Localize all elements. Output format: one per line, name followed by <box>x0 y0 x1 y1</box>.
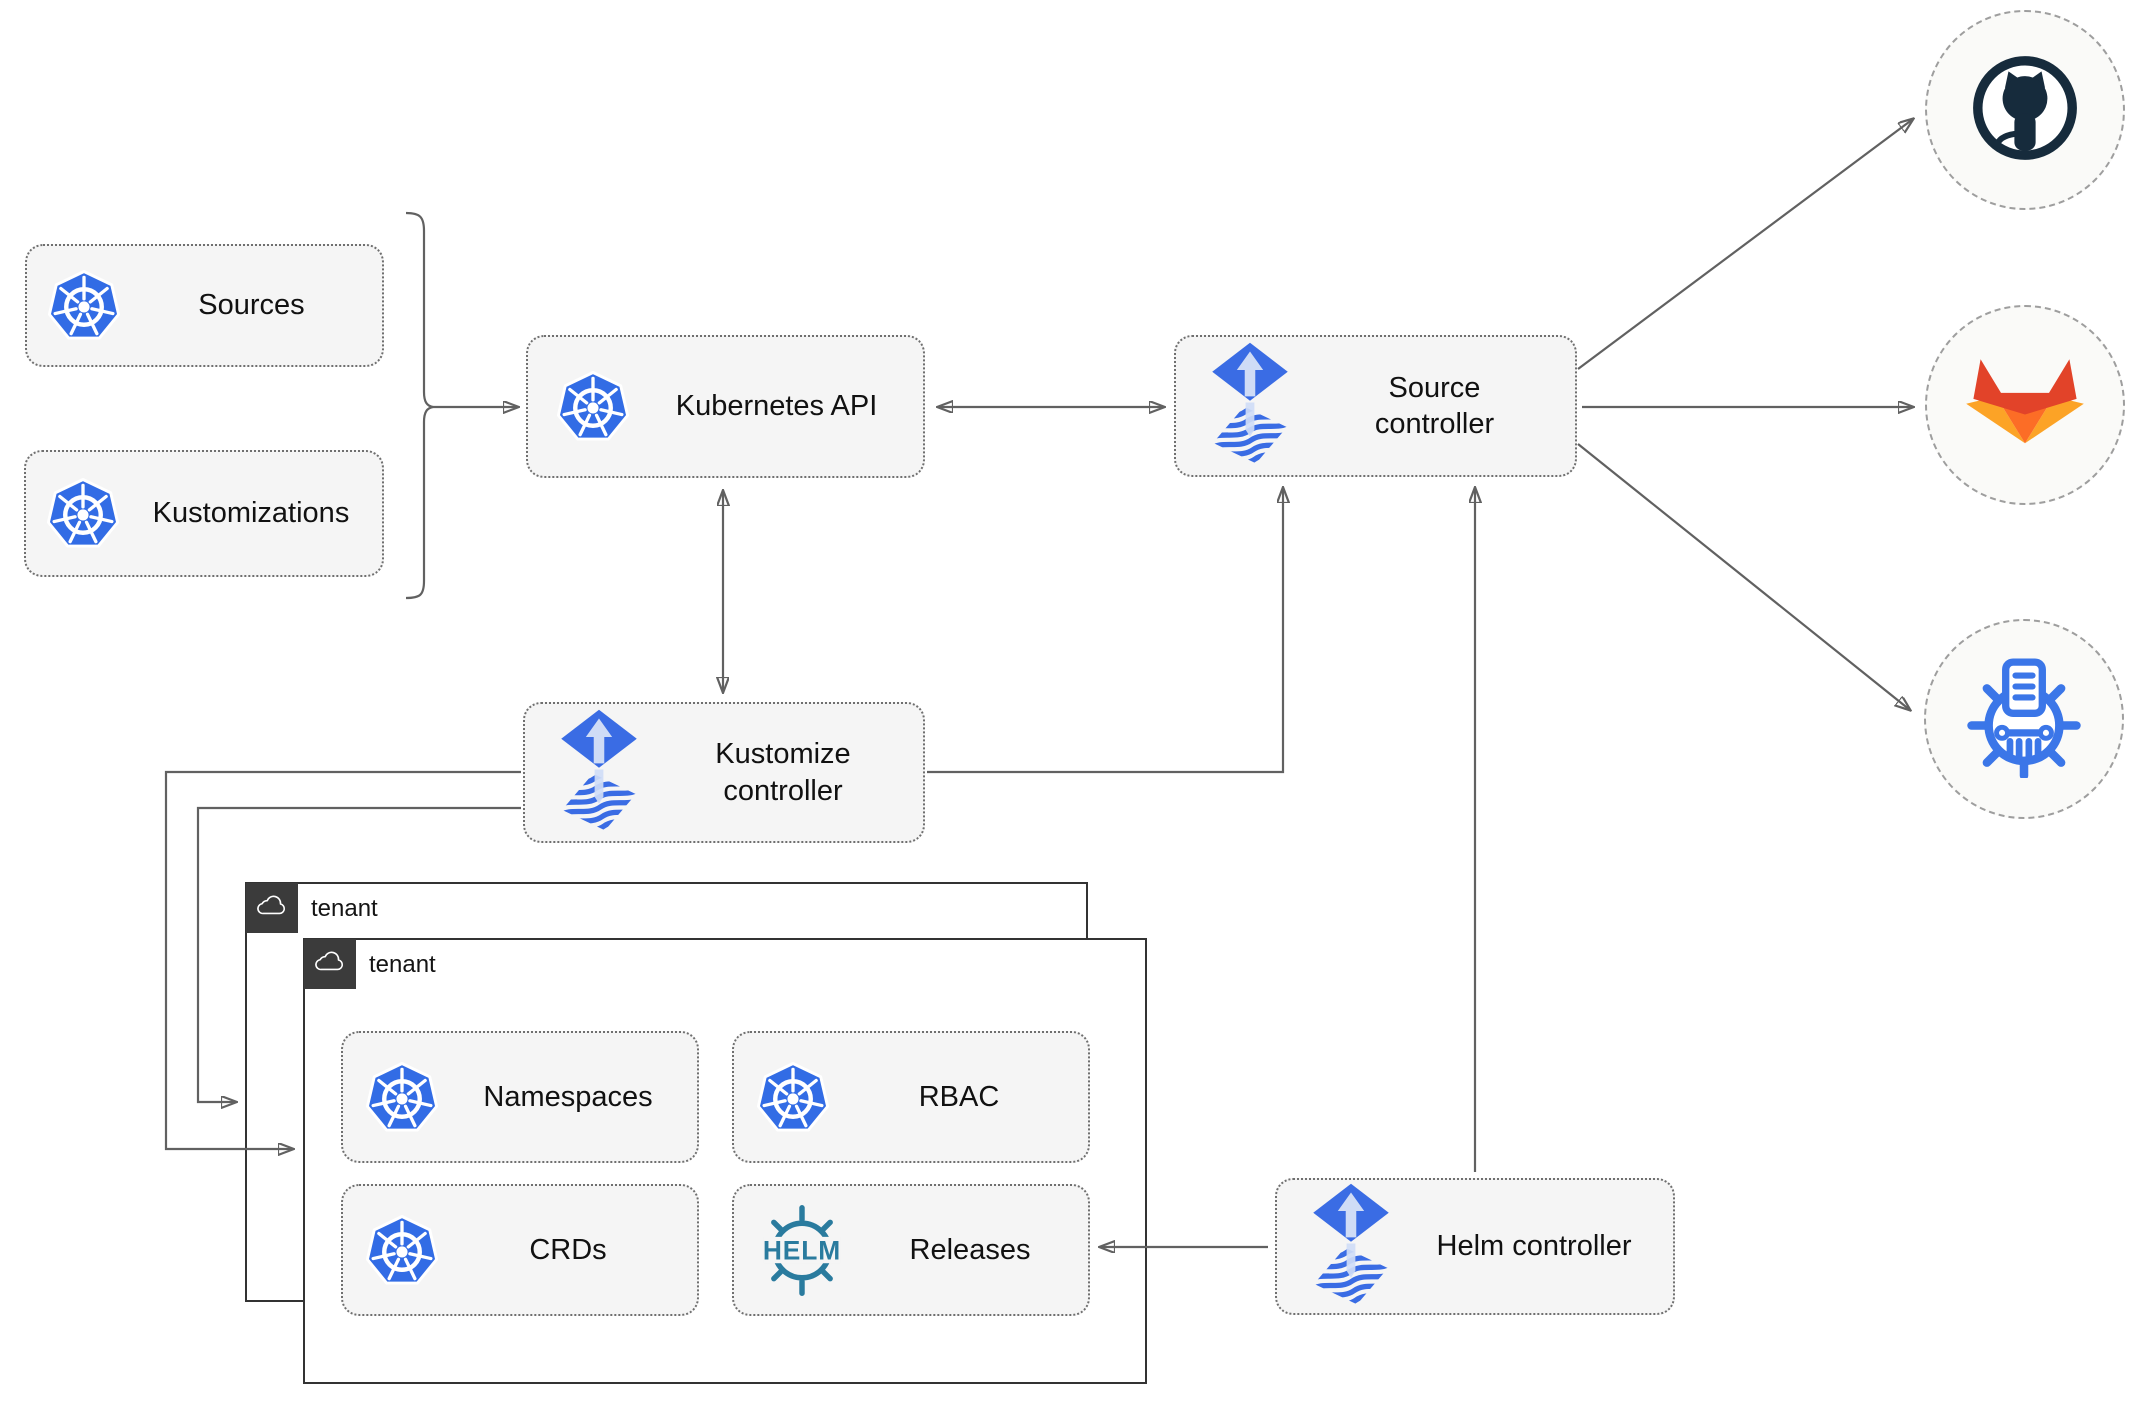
gitlab-icon <box>1965 358 2085 452</box>
node-namespaces: Namespaces <box>341 1031 699 1163</box>
tenant-front-label: tenant <box>369 951 436 978</box>
helm-logo-icon: HELM <box>752 1203 852 1298</box>
tenant-tab <box>304 939 356 989</box>
node-rbac-label: RBAC <box>918 1080 1000 1113</box>
endpoint-github <box>1925 10 2125 210</box>
cloud-icon <box>313 950 347 979</box>
kubernetes-icon <box>365 1061 439 1133</box>
edge-source-to-helm-repository <box>1577 443 1910 710</box>
flux-icon <box>1307 1182 1395 1312</box>
node-kustomizations: Kustomizations <box>24 450 384 577</box>
node-kustomize-controller: Kustomize controller <box>523 702 925 843</box>
node-sources: Sources <box>25 244 384 367</box>
helm-logo-text: HELM <box>763 1235 841 1265</box>
edge-source-to-github <box>1577 119 1913 370</box>
node-helm-controller: Helm controller <box>1275 1178 1675 1315</box>
node-kubernetes-api-label: Kubernetes API <box>675 390 878 423</box>
node-source-controller-label: Source controller <box>1374 371 1495 440</box>
node-crds-label: CRDs <box>529 1233 607 1266</box>
kubernetes-icon <box>46 478 120 549</box>
helm-repository-icon <box>1963 656 2085 783</box>
node-sources-label: Sources <box>198 289 305 322</box>
node-helm-controller-label: Helm controller <box>1436 1230 1632 1263</box>
node-kustomizations-label: Kustomizations <box>152 497 350 530</box>
kubernetes-icon <box>756 1061 830 1133</box>
node-crds: CRDs <box>341 1184 699 1316</box>
kubernetes-icon <box>365 1214 439 1286</box>
tenant-tab <box>246 883 298 933</box>
bracket-sources-kustomizations <box>405 211 434 600</box>
node-kustomize-controller-label: Kustomize controller <box>715 738 851 807</box>
kubernetes-icon <box>556 371 630 442</box>
tenant-back-label: tenant <box>311 895 378 922</box>
node-releases-label: Releases <box>909 1233 1031 1266</box>
node-releases: HELM Releases <box>732 1184 1090 1316</box>
node-namespaces-label: Namespaces <box>483 1080 653 1113</box>
endpoint-gitlab <box>1925 305 2125 505</box>
node-source-controller: Source controller <box>1174 335 1577 477</box>
flux-icon <box>1206 341 1294 471</box>
edge-kustomize-to-source <box>927 488 1283 774</box>
kubernetes-icon <box>47 270 121 341</box>
flux-icon <box>555 708 643 838</box>
cloud-icon <box>255 894 289 923</box>
node-kubernetes-api: Kubernetes API <box>526 335 925 478</box>
endpoint-helm-repository <box>1924 619 2124 819</box>
github-icon <box>1966 49 2084 172</box>
node-rbac: RBAC <box>732 1031 1090 1163</box>
